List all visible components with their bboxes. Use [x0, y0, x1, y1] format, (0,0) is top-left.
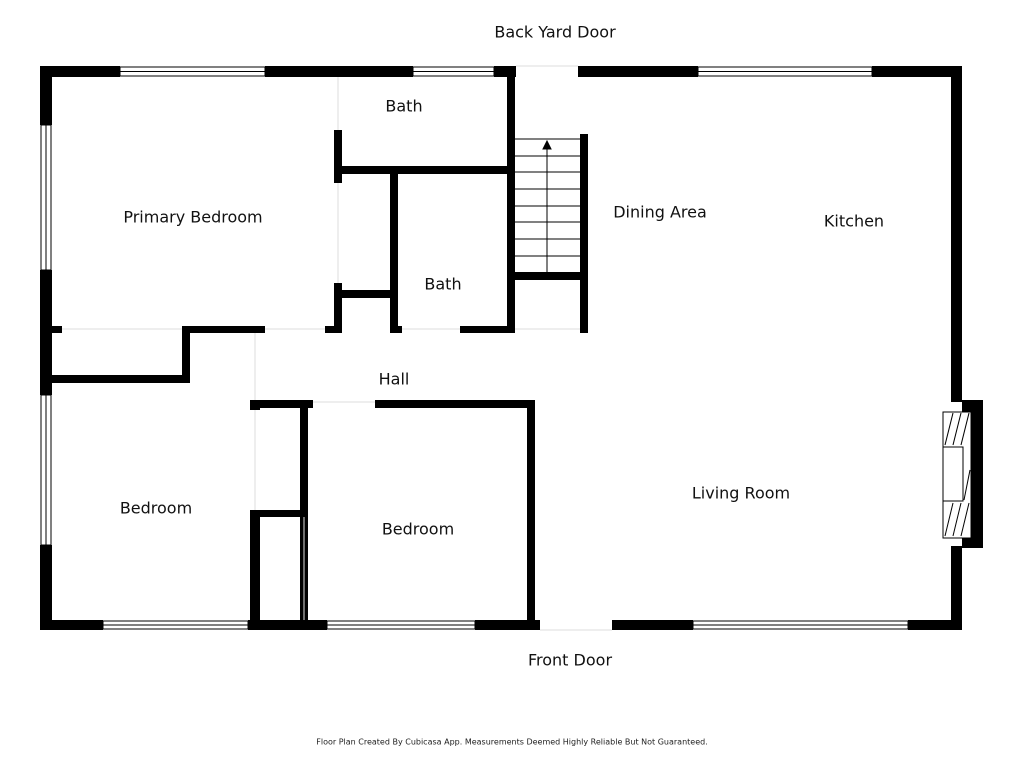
front-door-label: Front Door — [527, 650, 613, 670]
hall-label: Hall — [378, 369, 410, 389]
back-yard-door-label: Back Yard Door — [494, 22, 616, 42]
kitchen-label: Kitchen — [823, 211, 885, 231]
bath-lower-label: Bath — [424, 274, 462, 294]
dining-area-label: Dining Area — [613, 202, 707, 222]
bedroom-left-label: Bedroom — [119, 498, 193, 518]
openings — [62, 65, 612, 631]
stair-arrow-head — [542, 139, 552, 150]
windows — [40, 66, 909, 630]
primary-bedroom-label: Primary Bedroom — [123, 207, 263, 227]
walls — [40, 66, 983, 630]
living-room-label: Living Room — [691, 483, 791, 503]
bedroom-center-label: Bedroom — [381, 519, 455, 539]
bath-upper-label: Bath — [385, 96, 423, 116]
fireplace — [942, 411, 972, 539]
staircase — [515, 138, 580, 272]
footer-disclaimer: Floor Plan Created By Cubicasa App. Meas… — [316, 737, 708, 747]
